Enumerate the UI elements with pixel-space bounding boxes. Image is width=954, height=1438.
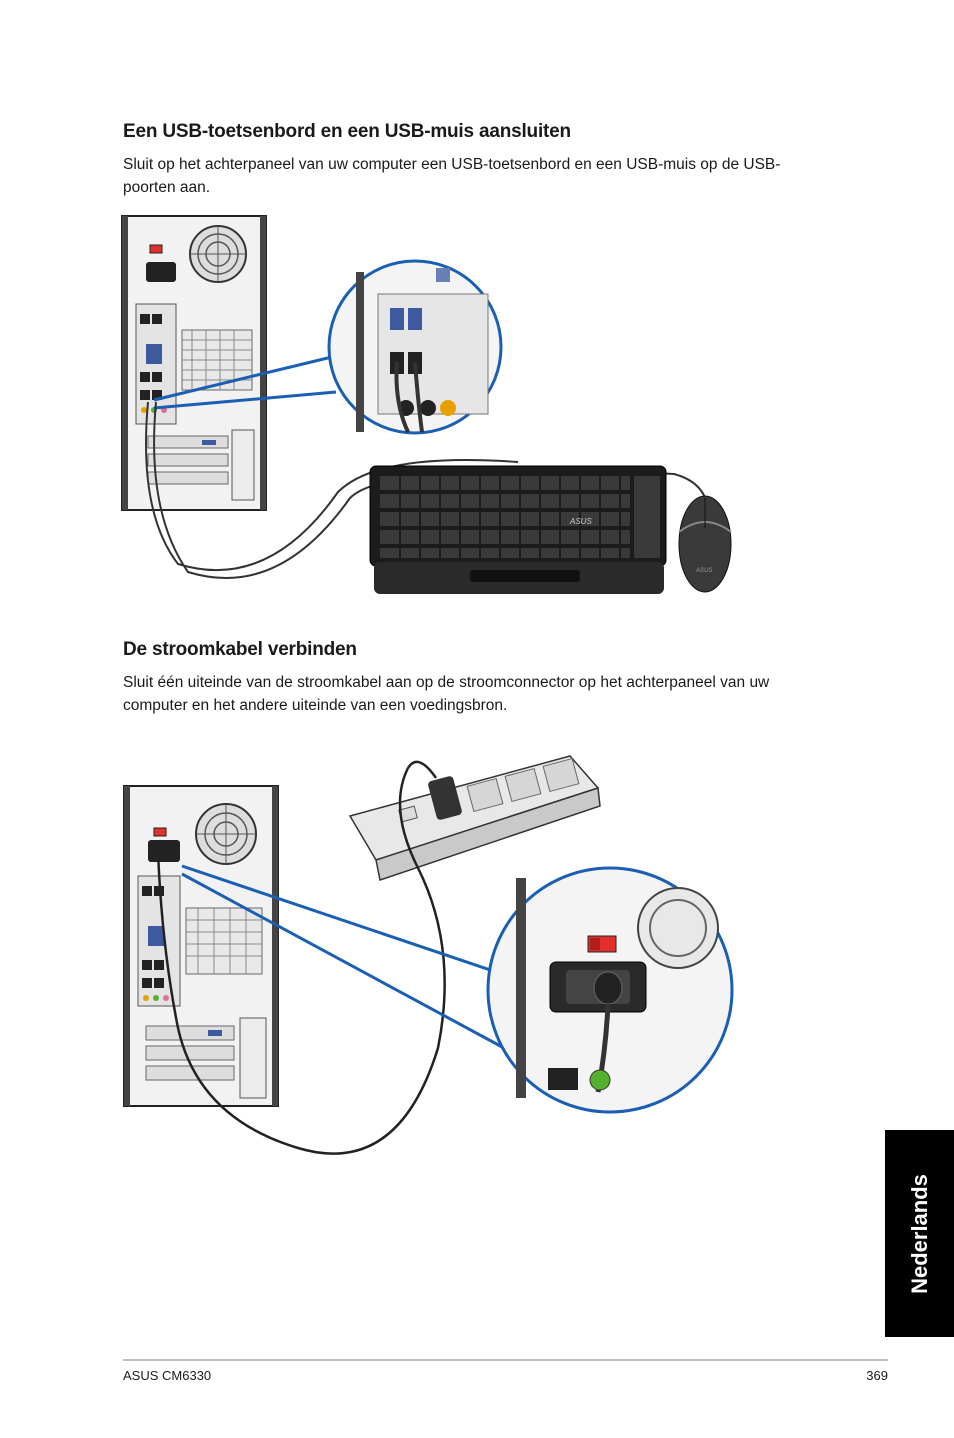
power-connector-zoom-callout xyxy=(486,866,734,1114)
keyboard-brand-label: ASUS xyxy=(569,517,592,526)
usb-keyboard: ASUS xyxy=(369,465,667,594)
pc-tower-rear xyxy=(121,215,267,511)
usb-mouse: ASUS xyxy=(678,495,732,593)
section-title-usb: Een USB-toetsenbord en een USB-muis aans… xyxy=(123,121,571,142)
footer-page-number: 369 xyxy=(866,1368,888,1383)
power-cable-illustration xyxy=(118,748,738,1193)
mouse-brand-label: ASUS xyxy=(695,568,712,574)
language-side-tab-label: Nederlands xyxy=(906,1173,932,1294)
footer-divider xyxy=(123,1359,888,1361)
section-title-power: De stroomkabel verbinden xyxy=(123,639,357,660)
language-side-tab: Nederlands xyxy=(885,1130,954,1337)
section-body-power: Sluit één uiteinde van de stroomkabel aa… xyxy=(123,674,770,714)
usb-ports-zoom-callout xyxy=(327,259,503,435)
power-strip xyxy=(348,755,601,881)
pc-tower-rear xyxy=(123,785,279,1107)
usb-connection-illustration: ASUS ASUS xyxy=(118,212,738,602)
section-body-usb: Sluit op het achterpaneel van uw compute… xyxy=(123,156,781,196)
footer-product-name: ASUS CM6330 xyxy=(123,1368,212,1383)
